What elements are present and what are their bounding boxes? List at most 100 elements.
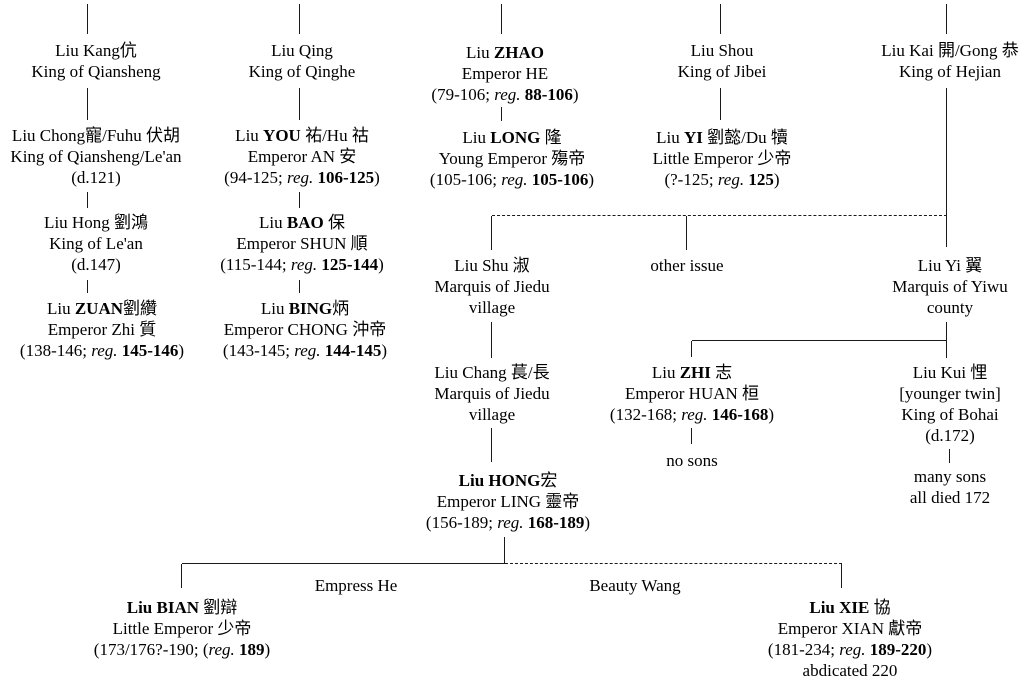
liu-chong-line: Liu Chong寵/Fuhu 伏胡 xyxy=(10,125,181,146)
text-segment: reg. xyxy=(839,640,866,659)
liu-you-line: Liu YOU 祐/Hu 祜 xyxy=(224,125,380,146)
text-segment: other issue xyxy=(650,256,724,275)
vertical-connector-line xyxy=(691,428,693,444)
vertical-connector-line xyxy=(946,4,948,34)
liu-zhao-line: Emperor HE xyxy=(431,63,578,84)
text-segment: 146-168 xyxy=(711,405,769,424)
vertical-connector-line xyxy=(299,88,301,120)
vertical-connector-line xyxy=(299,192,301,208)
liu-zhi-line: (132-168; reg. 146-168) xyxy=(610,404,774,425)
text-segment: Liu Yi 翼 xyxy=(917,256,983,275)
liu-hong-ling-line: Emperor LING 靈帝 xyxy=(426,491,590,512)
text-segment: 144-145 xyxy=(324,341,382,360)
text-segment: reg. xyxy=(497,513,524,532)
liu-hong-lean-line: King of Le'an xyxy=(44,233,148,254)
text-segment: ) xyxy=(768,405,775,424)
text-segment: Liu xyxy=(235,126,264,145)
liu-zhao-line: Liu ZHAO xyxy=(431,42,578,63)
liu-zuan-line: (138-146; reg. 145-146) xyxy=(20,340,184,361)
text-segment: 168-189 xyxy=(527,513,585,532)
no-sons-line: no sons xyxy=(666,450,717,471)
vertical-connector-line xyxy=(691,341,693,357)
other-issue-line: other issue xyxy=(650,255,723,276)
liu-xie-line: Liu XIE 協 xyxy=(768,597,932,618)
liu-shu-line: Liu Shu 淑 xyxy=(434,255,549,276)
text-segment: ) xyxy=(572,85,579,104)
text-segment: Liu Chang 萇/長 xyxy=(434,363,550,382)
text-segment: Liu Chong寵/Fuhu 伏胡 xyxy=(11,126,181,145)
text-segment: Beauty Wang xyxy=(589,576,681,595)
text-segment: 105-106 xyxy=(531,170,589,189)
many-sons-line: many sons xyxy=(910,466,990,487)
vertical-connector-line xyxy=(181,564,183,588)
liu-zhi-line: Liu ZHI 志 xyxy=(610,362,774,383)
text-segment: 隆 xyxy=(540,128,562,147)
text-segment: Liu xyxy=(462,128,491,147)
dashed-horizontal-connector-line xyxy=(492,215,947,217)
liu-zhi-line: Emperor HUAN 桓 xyxy=(610,383,774,404)
text-segment: (d.121) xyxy=(71,168,121,187)
text-segment: Liu Kang伉 xyxy=(55,41,137,60)
text-segment: King of Hejian xyxy=(899,62,1001,81)
liu-kang-line: King of Qiansheng xyxy=(31,61,160,82)
liu-kang-line: Liu Kang伉 xyxy=(31,40,160,61)
liu-shou-line: King of Jibei xyxy=(678,61,767,82)
text-segment: King of Bohai xyxy=(901,405,999,424)
vertical-connector-line xyxy=(720,4,722,34)
vertical-connector-line xyxy=(946,88,948,247)
liu-kai-line: King of Hejian xyxy=(881,61,1018,82)
text-segment: (115-144; xyxy=(220,255,291,274)
text-segment: BAO xyxy=(286,213,324,232)
liu-hong-lean-line: (d.147) xyxy=(44,254,148,275)
vertical-connector-line xyxy=(491,428,493,462)
text-segment: (138-146; xyxy=(19,341,92,360)
liu-you-line: Emperor AN 安 xyxy=(224,146,380,167)
liu-xie-line: abdicated 220 xyxy=(768,660,932,681)
liu-yi-du-line: Liu YI 劉懿/Du 犢 xyxy=(653,127,792,148)
liu-kui-line: Liu Kui 悝 xyxy=(899,362,1001,383)
text-segment: Liu BIAN xyxy=(126,598,200,617)
text-segment: reg. xyxy=(494,85,521,104)
no-sons: no sons xyxy=(666,450,717,471)
liu-yi-yiwu-line: county xyxy=(892,297,1008,318)
liu-yi-du-line: Little Emperor 少帝 xyxy=(653,148,792,169)
text-segment: (181-234; xyxy=(767,640,840,659)
text-segment: reg. xyxy=(681,405,708,424)
text-segment: village xyxy=(468,298,516,317)
text-segment: King of Qinghe xyxy=(248,62,356,81)
text-segment: county xyxy=(926,298,974,317)
liu-long-line: Liu LONG 隆 xyxy=(430,127,594,148)
vertical-connector-line xyxy=(501,107,503,121)
liu-kui: Liu Kui 悝[younger twin]King of Bohai(d.1… xyxy=(899,362,1001,446)
liu-bian-line: Liu BIAN 劉辯 xyxy=(94,597,270,618)
text-segment: reg. xyxy=(208,640,235,659)
text-segment: 劉辯 xyxy=(199,598,238,617)
liu-bing-line: Emperor CHONG 沖帝 xyxy=(223,319,387,340)
empress-he-label: Empress He xyxy=(315,575,398,596)
text-segment: abdicated 220 xyxy=(802,661,898,680)
text-segment: all died 172 xyxy=(909,488,991,507)
other-issue: other issue xyxy=(650,255,723,276)
liu-qing-line: King of Qinghe xyxy=(249,61,356,82)
liu-kui-line: [younger twin] xyxy=(899,383,1001,404)
text-segment: reg. xyxy=(286,168,314,187)
horizontal-connector-line xyxy=(692,340,947,342)
text-segment: (156-189; xyxy=(425,513,498,532)
liu-kai-line: Liu Kai 開/Gong 恭 xyxy=(881,40,1018,61)
liu-bao-line: (115-144; reg. 125-144) xyxy=(220,254,384,275)
text-segment: Marquis of Jiedu xyxy=(434,277,550,296)
text-segment: Liu HONG xyxy=(458,471,541,490)
liu-hong-lean-line: Liu Hong 劉鴻 xyxy=(44,212,148,233)
text-segment: Little Emperor 少帝 xyxy=(652,149,792,168)
text-segment: Liu Hong 劉鴻 xyxy=(44,213,148,232)
liu-shou-line: Liu Shou xyxy=(678,40,767,61)
text-segment: reg. xyxy=(91,341,118,360)
